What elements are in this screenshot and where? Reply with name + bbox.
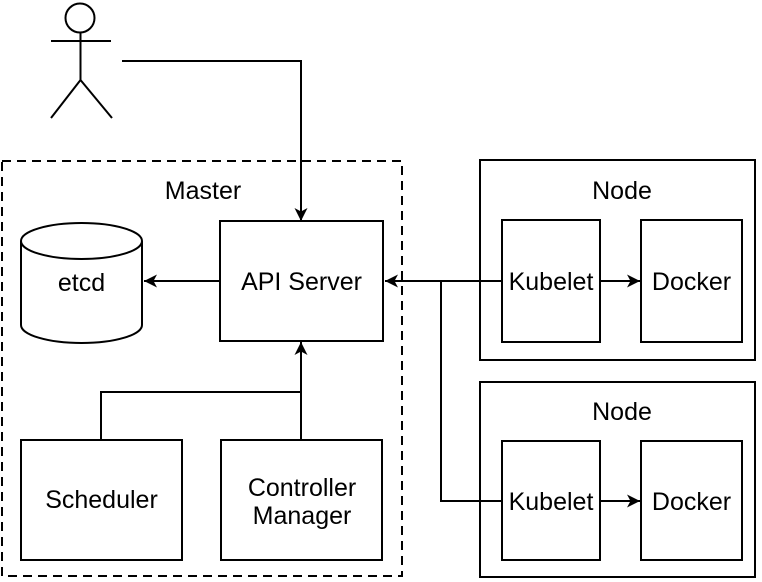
kubelet-box-node-1 <box>501 219 601 343</box>
kubelet-label-node-2: Kubelet <box>509 488 594 516</box>
api-server-box <box>219 220 384 342</box>
scheduler-box <box>20 439 183 561</box>
master-group-box <box>1 160 403 577</box>
edge-user-to-api-server <box>122 60 308 221</box>
etcd-cylinder-icon <box>20 222 143 344</box>
user-actor-icon <box>50 2 113 119</box>
edge-kubelet-node-2-to-api-server <box>440 280 502 502</box>
scheduler-label: Scheduler <box>45 486 158 514</box>
docker-label-node-2: Docker <box>652 488 731 516</box>
kubelet-label-node-1: Kubelet <box>509 268 594 296</box>
node-1-label: Node <box>592 177 652 205</box>
controller-manager-box <box>220 439 383 561</box>
master-label: Master <box>165 177 241 205</box>
controller-manager-label-line2: Manager <box>253 502 352 530</box>
api-server-label: API Server <box>241 268 362 296</box>
docker-label-node-1: Docker <box>652 268 731 296</box>
controller-manager-label-line1: Controller <box>248 474 356 502</box>
etcd-label: etcd <box>58 269 105 297</box>
edge-scheduler-to-api-server <box>100 391 302 440</box>
docker-box-node-1 <box>640 219 743 343</box>
node-2-label: Node <box>592 398 652 426</box>
docker-box-node-2 <box>640 440 743 561</box>
